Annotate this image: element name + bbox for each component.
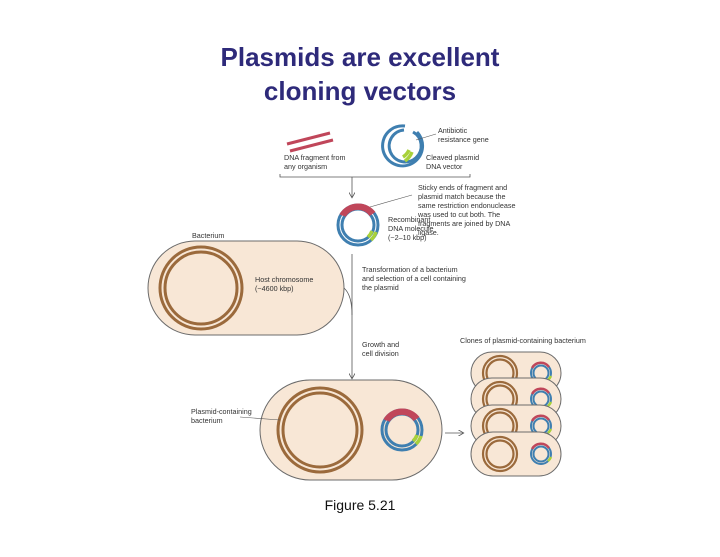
host-bacterium-cell	[147, 240, 345, 336]
cleaved-plasmid-label: Cleaved plasmid DNA vector	[426, 153, 481, 171]
slide-title: Plasmids are excellent cloning vectors	[0, 40, 720, 108]
title-line-2: cloning vectors	[263, 76, 457, 106]
sticky-ends-label: Sticky ends of fragment and plasmid matc…	[417, 183, 517, 237]
bacterium-label: Bacterium	[192, 231, 224, 240]
recombinant-label: Recombinant DNA molecule (~2–10 kbp)	[388, 215, 436, 242]
plasmid-containing-bacterium-cell	[259, 379, 443, 481]
sticky-ends-leader-line	[369, 194, 413, 208]
clone-cell-4	[470, 431, 562, 477]
figure-caption: Figure 5.21	[324, 497, 396, 513]
title-line-1: Plasmids are excellent	[220, 42, 500, 72]
dna-fragment-icon	[286, 131, 334, 153]
cleaved-plasmid-icon	[381, 124, 425, 168]
plasmid-containing-label: Plasmid-containing bacterium	[191, 407, 254, 425]
bacterium-join-curve	[343, 287, 353, 316]
transformation-label: Transformation of a bacterium and select…	[362, 265, 468, 292]
antibiotic-leader-line	[415, 133, 437, 141]
plasmid-containing-leader-line	[239, 416, 281, 421]
clones-label: Clones of plasmid-containing bacterium	[460, 336, 586, 345]
recombinant-plasmid-icon	[336, 203, 380, 247]
dna-fragment-label: DNA fragment from any organism	[284, 153, 348, 171]
growth-label: Growth and cell division	[362, 340, 401, 358]
host-chromosome-label: Host chromosome (~4600 kbp)	[255, 275, 315, 293]
join-bracket	[279, 174, 471, 178]
antibiotic-label: Antibiotic resistance gene	[438, 126, 489, 144]
